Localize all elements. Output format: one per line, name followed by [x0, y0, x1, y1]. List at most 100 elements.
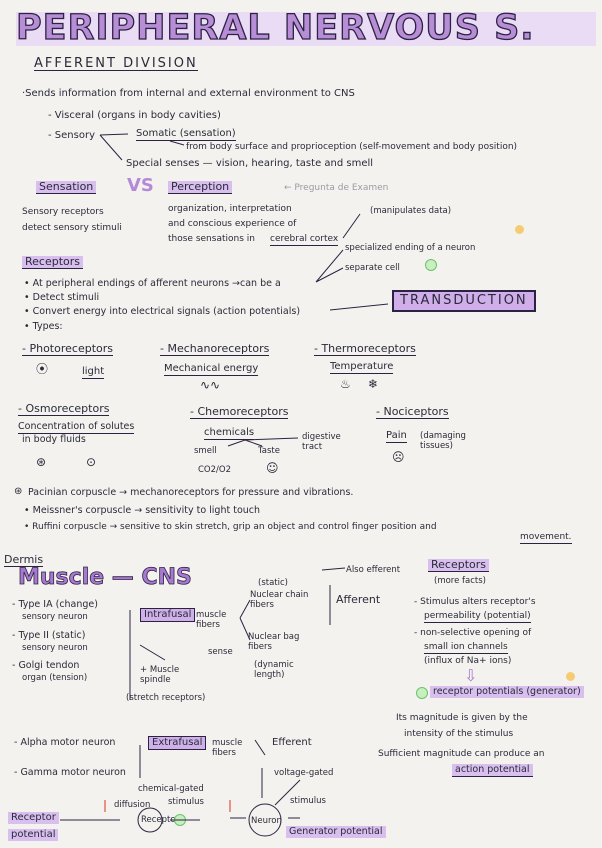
intro-somatic-detail: from body surface and proprioception (se… — [186, 141, 517, 153]
type-ia: - Type IA (change) — [12, 599, 98, 611]
receptor-potentials: receptor potentials (generator) — [430, 686, 584, 698]
intro-visceral: - Visceral (organs in body cavities) — [48, 110, 221, 122]
intrafusal-label: Intrafusal — [140, 608, 195, 622]
extra-muscle-fibers: muscle fibers — [212, 738, 252, 758]
fact-3: - non-selective opening of — [414, 627, 531, 639]
chemicals-label: chemicals — [204, 427, 254, 440]
down-arrow-icon: ⇩ — [464, 669, 477, 683]
gamma-motor: - Gamma motor neuron — [14, 767, 126, 779]
dynamic-length: (dynamic length) — [254, 660, 314, 680]
afferent-label: Afferent — [336, 594, 380, 606]
cerebral-cortex: cerebral cortex — [270, 233, 338, 246]
mechanoreceptors: - Mechanoreceptors — [160, 343, 269, 356]
action-potential: action potential — [452, 764, 533, 777]
intro-line: ·Sends information from internal and ext… — [22, 88, 355, 100]
muscle-cns-title: Muscle — CNS — [18, 565, 192, 591]
osmoreceptors: - Osmoreceptors — [18, 403, 109, 416]
perception-desc-3: those sensations in — [168, 233, 255, 245]
co2-label: CO2/O2 — [198, 465, 231, 475]
light-label: light — [82, 366, 104, 379]
type-ia-2: sensory neuron — [22, 612, 88, 622]
receptor-potential-2: potential — [8, 829, 58, 841]
cell-icon: ⊙ — [86, 455, 96, 469]
sad-face-icon: ☹ — [392, 450, 405, 464]
receptors-b3: • Convert energy into electrical signals… — [24, 306, 300, 318]
pain-label: Pain — [386, 430, 407, 443]
neuron-node: Neuron — [251, 816, 282, 826]
nociceptors: - Nociceptors — [376, 406, 449, 419]
temperature-label: Temperature — [330, 361, 393, 374]
subtitle: AFFERENT DIVISION — [34, 58, 198, 71]
muscle-fibers-label: muscle fibers — [196, 610, 236, 630]
nuclear-bag: Nuclear bag fibers — [248, 632, 320, 652]
green-dot — [425, 259, 437, 271]
vs-label: VS — [127, 176, 154, 196]
facts-sub: (more facts) — [434, 576, 486, 586]
perception-label: Perception — [168, 181, 232, 194]
osmo-desc-2: in body fluids — [22, 434, 86, 446]
star-icon: ⊛ — [14, 485, 22, 499]
extrafusal-label: Extrafusal — [148, 736, 206, 750]
mouth-icon: ☺ — [266, 461, 279, 475]
pacinian-line: Pacinian corpuscle → mechanoreceptors fo… — [28, 487, 353, 499]
intro-sensory: - Sensory — [48, 130, 95, 142]
eye-icon: ⦿ — [36, 362, 48, 376]
perception-desc-2: and conscious experience of — [168, 218, 296, 230]
perception-desc-1: organization, interpretation — [168, 203, 292, 215]
ruffini-line-2: movement. — [520, 531, 572, 544]
orange-dot — [515, 225, 524, 234]
efferent-label: Efferent — [272, 737, 312, 749]
diffusion-label: diffusion — [114, 800, 150, 810]
type-ii: - Type II (static) — [12, 630, 85, 642]
fact-1: - Stimulus alters receptor's — [414, 596, 536, 608]
receptors-heading: Receptors — [22, 256, 83, 269]
receptor-potential-1: Receptor — [8, 812, 59, 824]
magnitude-1: Its magnitude is given by the — [396, 712, 528, 724]
mechanical-energy: Mechanical energy — [164, 363, 258, 376]
receptors-b4: • Types: — [24, 321, 63, 333]
exam-note: ← Pregunta de Examen — [284, 182, 388, 194]
sensation-label: Sensation — [36, 181, 96, 194]
photoreceptors: - Photoreceptors — [22, 343, 113, 356]
snow-icon: ❄ — [368, 377, 378, 391]
stretch-receptors: (stretch receptors) — [126, 693, 205, 703]
facts-heading: Receptors — [428, 559, 489, 572]
fact-4: small ion channels — [424, 641, 508, 654]
specialized-ending: specialized ending of a neuron — [345, 242, 475, 254]
taste-label: Taste — [258, 446, 280, 456]
orange-dot-2 — [566, 672, 575, 681]
separate-cell: separate cell — [345, 262, 400, 274]
meissner-line: • Meissner's corpuscle → sensitivity to … — [24, 505, 260, 517]
spring-icon: ∿∿ — [200, 378, 220, 392]
magnitude-2: intensity of the stimulus — [404, 728, 513, 740]
magnitude-3: Sufficient magnitude can produce an — [378, 748, 544, 760]
chemoreceptors: - Chemoreceptors — [190, 406, 288, 419]
ruffini-line: • Ruffini corpuscle → sensitive to skin … — [24, 521, 437, 533]
stimulus-label: stimulus — [168, 797, 204, 807]
drop-icon: ⊛ — [36, 455, 46, 469]
nuclear-chain: Nuclear chain fibers — [250, 590, 322, 610]
smell-label: smell — [194, 446, 217, 456]
receptors-b1: • At peripheral endings of afferent neur… — [24, 278, 281, 290]
alpha-motor: - Alpha motor neuron — [14, 737, 115, 749]
generator-potential: Generator potential — [286, 826, 386, 838]
muscle-spindle: + Muscle spindle — [140, 665, 200, 685]
green-dot-3 — [174, 814, 186, 826]
thermoreceptors: - Thermoreceptors — [314, 343, 416, 356]
golgi-2: organ (tension) — [22, 673, 87, 683]
type-ii-2: sensory neuron — [22, 643, 88, 653]
osmo-desc-1: Concentration of solutes — [18, 421, 134, 434]
voltage-gated: voltage-gated — [274, 768, 333, 778]
digestive-tract: digestive tract — [302, 432, 344, 452]
sensation-desc-2: detect sensory stimuli — [22, 222, 122, 234]
static-label: (static) — [258, 578, 288, 588]
page-title: PERIPHERAL NERVOUS S. — [16, 6, 602, 50]
intro-somatic: Somatic (sensation) — [136, 128, 236, 141]
flame-icon: ♨ — [340, 377, 351, 391]
sensation-desc-1: Sensory receptors — [22, 206, 104, 218]
golgi: - Golgi tendon — [12, 660, 79, 672]
manipulates-data: (manipulates data) — [370, 205, 451, 217]
fact-2: permeability (potential) — [424, 610, 531, 623]
pain-desc: (damaging tissues) — [420, 431, 490, 451]
